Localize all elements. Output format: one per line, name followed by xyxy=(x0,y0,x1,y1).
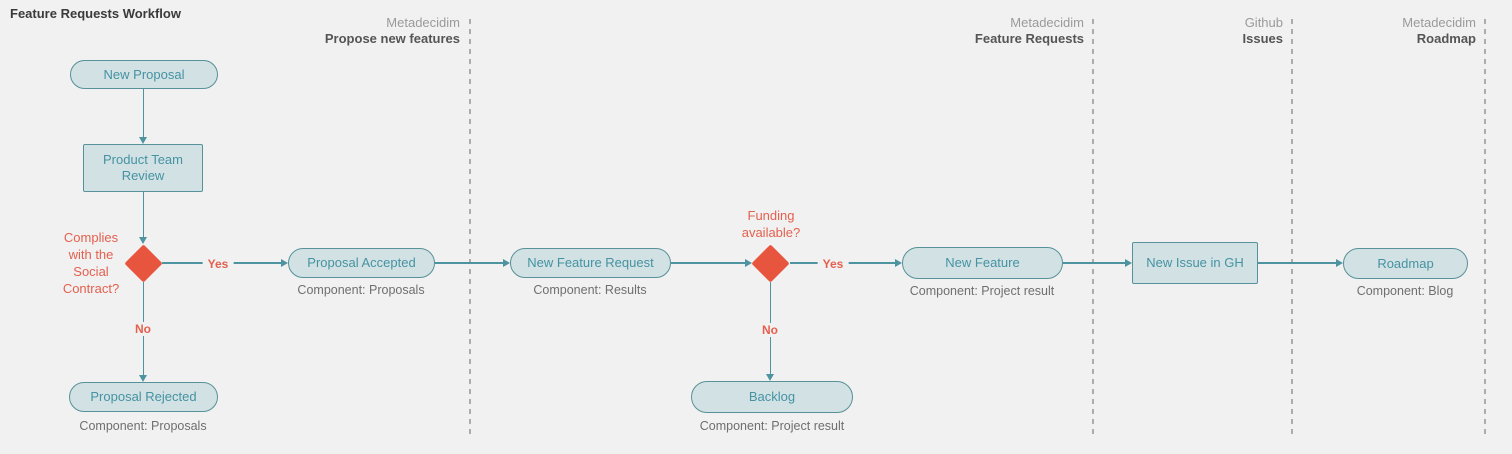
decision-diamond-social-contract xyxy=(124,244,163,283)
node-proposal-rejected: Proposal Rejected xyxy=(69,382,218,412)
arrowhead-into-rejected xyxy=(139,375,147,382)
node-backlog: Backlog xyxy=(691,381,853,413)
edge-label-social-yes: Yes xyxy=(202,257,234,271)
diagram-title: Feature Requests Workflow xyxy=(10,6,181,21)
arrowhead-into-review xyxy=(139,137,147,144)
lane-header-feature-requests: Metadecidim Feature Requests xyxy=(975,15,1084,47)
arrowhead-into-newfeature xyxy=(895,258,902,267)
lane-platform-label: Metadecidim xyxy=(386,15,460,30)
decision-question-funding: Funding available? xyxy=(741,208,801,240)
lane-divider-3 xyxy=(1291,19,1293,438)
connector-featurerequest-fundingdecision xyxy=(671,262,745,264)
edge-label-funding-yes: Yes xyxy=(817,257,849,271)
caption-roadmap-component: Component: Blog xyxy=(1356,284,1454,298)
lane-space-label: Roadmap xyxy=(1416,31,1476,46)
connector-review-socialdecision xyxy=(142,192,145,237)
lane-header-propose-new-features: Metadecidim Propose new features xyxy=(325,15,460,47)
node-new-issue-in-gh: New Issue in GH xyxy=(1132,242,1258,284)
connector-newproposal-review xyxy=(142,89,145,137)
node-proposal-accepted: Proposal Accepted xyxy=(288,248,435,278)
node-product-team-review: Product Team Review xyxy=(83,144,203,192)
arrowhead-into-roadmap xyxy=(1336,258,1343,267)
caption-new-feature-request-component: Component: Results xyxy=(533,283,647,297)
arrowhead-into-featurerequest xyxy=(503,258,510,267)
lane-space-label: Issues xyxy=(1242,31,1283,46)
lane-header-github-issues: Github Issues xyxy=(1243,15,1283,47)
lane-space-label: Feature Requests xyxy=(974,31,1084,46)
arrowhead-into-backlog xyxy=(766,374,774,381)
decision-diamond-funding xyxy=(751,244,790,283)
lane-space-label: Propose new features xyxy=(324,31,460,46)
lane-header-roadmap: Metadecidim Roadmap xyxy=(1402,15,1476,47)
caption-new-feature-component: Component: Project result xyxy=(909,284,1055,298)
connector-ghissue-roadmap xyxy=(1258,262,1336,264)
node-roadmap: Roadmap xyxy=(1343,248,1468,279)
node-new-proposal: New Proposal xyxy=(70,60,218,89)
arrowhead-into-ghissue xyxy=(1125,258,1132,267)
node-new-feature: New Feature xyxy=(902,247,1063,279)
edge-label-social-no: No xyxy=(130,322,156,336)
connector-newfeature-ghissue xyxy=(1063,262,1125,264)
caption-backlog-component: Component: Project result xyxy=(699,419,845,433)
arrowhead-into-accepted xyxy=(281,258,288,267)
caption-proposal-rejected-component: Component: Proposals xyxy=(79,419,207,433)
lane-platform-label: Github xyxy=(1244,15,1283,30)
arrowhead-into-funding-decision xyxy=(745,258,752,267)
lane-divider-1 xyxy=(469,19,471,438)
node-new-feature-request: New Feature Request xyxy=(510,248,671,278)
lane-divider-4 xyxy=(1484,19,1486,438)
caption-proposal-accepted-component: Component: Proposals xyxy=(297,283,425,297)
lane-platform-label: Metadecidim xyxy=(1402,15,1476,30)
arrowhead-into-social-decision xyxy=(139,237,147,244)
edge-label-funding-no: No xyxy=(757,323,783,337)
lane-divider-2 xyxy=(1092,19,1094,438)
decision-question-social-contract: Complies with the Social Contract? xyxy=(62,230,120,296)
lane-platform-label: Metadecidim xyxy=(1010,15,1084,30)
connector-accepted-featurerequest xyxy=(435,262,503,264)
